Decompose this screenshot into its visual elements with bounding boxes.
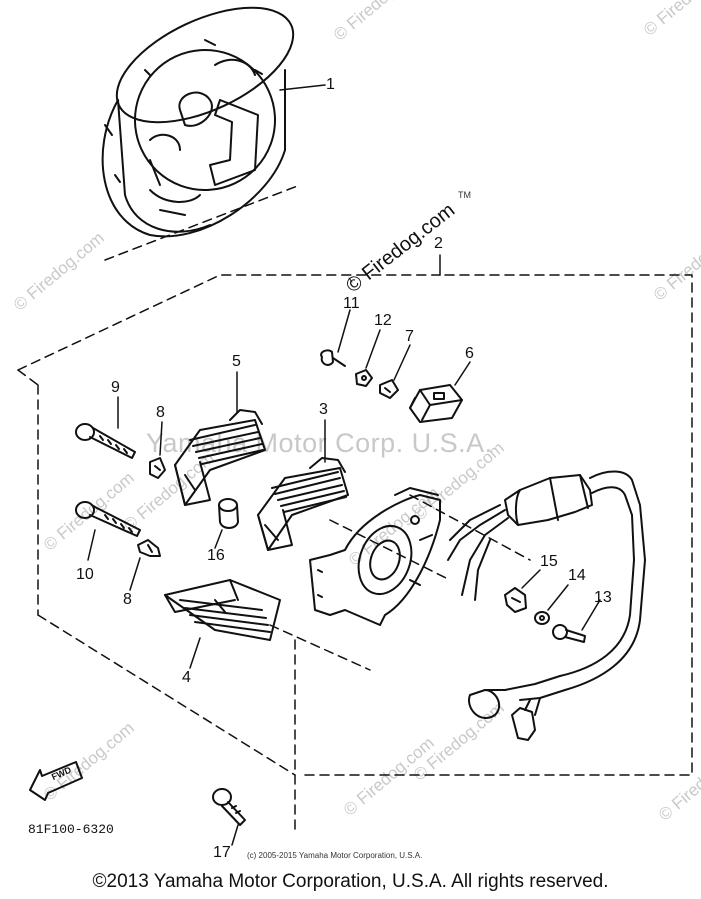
coil-middle-part — [257, 457, 349, 551]
callout-13: 13 — [594, 589, 612, 606]
callout-7: 7 — [405, 328, 414, 345]
callout-16: 16 — [207, 547, 225, 564]
nut-12-part — [355, 369, 373, 387]
stator-plate-part — [309, 487, 441, 626]
brand-tm: TM — [458, 190, 471, 200]
callout-11: 11 — [343, 295, 360, 312]
bolt-upper-part — [75, 423, 136, 459]
clip-upper-part — [149, 457, 166, 479]
flywheel-part — [101, 6, 295, 238]
bolt-17-part — [212, 788, 246, 826]
spacer-part — [218, 498, 239, 529]
screw-13-part — [552, 624, 586, 643]
screw-11-part — [320, 349, 346, 367]
callout-9: 9 — [111, 379, 120, 396]
callout-12: 12 — [374, 312, 392, 329]
bolt-lower-part — [75, 501, 141, 537]
coil-upper-part — [174, 409, 266, 506]
small-copyright: (c) 2005-2015 Yamaha Motor Corporation, … — [247, 851, 423, 860]
wire-harness-part — [447, 470, 646, 741]
callout-10: 10 — [76, 566, 94, 583]
callout-2: 2 — [434, 235, 443, 252]
callout-17: 17 — [213, 844, 231, 861]
callout-5: 5 — [232, 353, 241, 370]
connector-6-part — [409, 384, 463, 423]
assembly-boundary — [17, 184, 693, 831]
callout-4: 4 — [182, 669, 191, 686]
part-code: 81F100-6320 — [28, 822, 114, 837]
callout-15: 15 — [540, 553, 558, 570]
clip-lower-part — [137, 539, 161, 557]
callout-3: 3 — [319, 401, 328, 418]
callout-8a: 8 — [156, 404, 165, 421]
washer-14-part — [534, 611, 550, 625]
footer-copyright: ©2013 Yamaha Motor Corporation, U.S.A. A… — [92, 871, 609, 892]
clamp-15-part — [504, 587, 527, 613]
coil-lower-part — [164, 579, 281, 641]
callout-1: 1 — [326, 76, 335, 93]
clamp-7-part — [379, 379, 399, 399]
callout-8b: 8 — [123, 591, 132, 608]
callout-6: 6 — [465, 345, 474, 362]
forward-arrow-icon — [29, 761, 83, 801]
callout-14: 14 — [568, 567, 586, 584]
